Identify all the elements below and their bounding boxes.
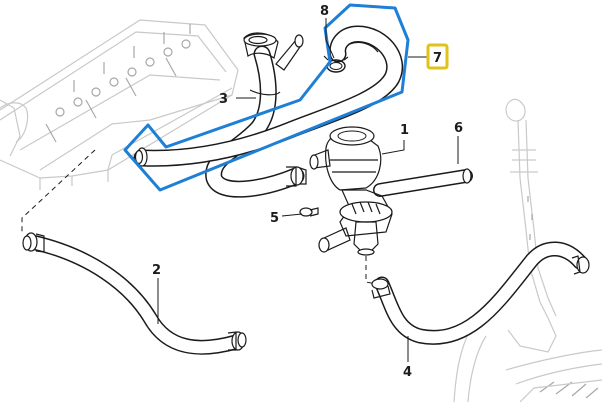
part-7-label-box [426,43,449,70]
assembly-lines [21,149,377,285]
valve-1 [309,126,473,256]
callout-8: 8 [320,4,329,19]
leader-lines [157,18,459,362]
callout-6: 6 [454,121,463,136]
screw-5 [299,207,319,217]
hose-7 [133,25,404,167]
part-7-highlight-outline [123,3,410,192]
hose-4 [371,241,590,345]
clamp-8 [323,55,349,73]
callout-1: 1 [400,123,409,138]
callout-7: 7 [433,51,442,66]
valve-cover-ghost [0,19,239,190]
hose-2 [22,232,247,355]
dipstick-ghost [453,98,602,402]
callout-4: 4 [403,365,412,380]
callout-3: 3 [219,92,228,107]
callout-5: 5 [270,211,279,226]
callout-2: 2 [152,263,161,278]
